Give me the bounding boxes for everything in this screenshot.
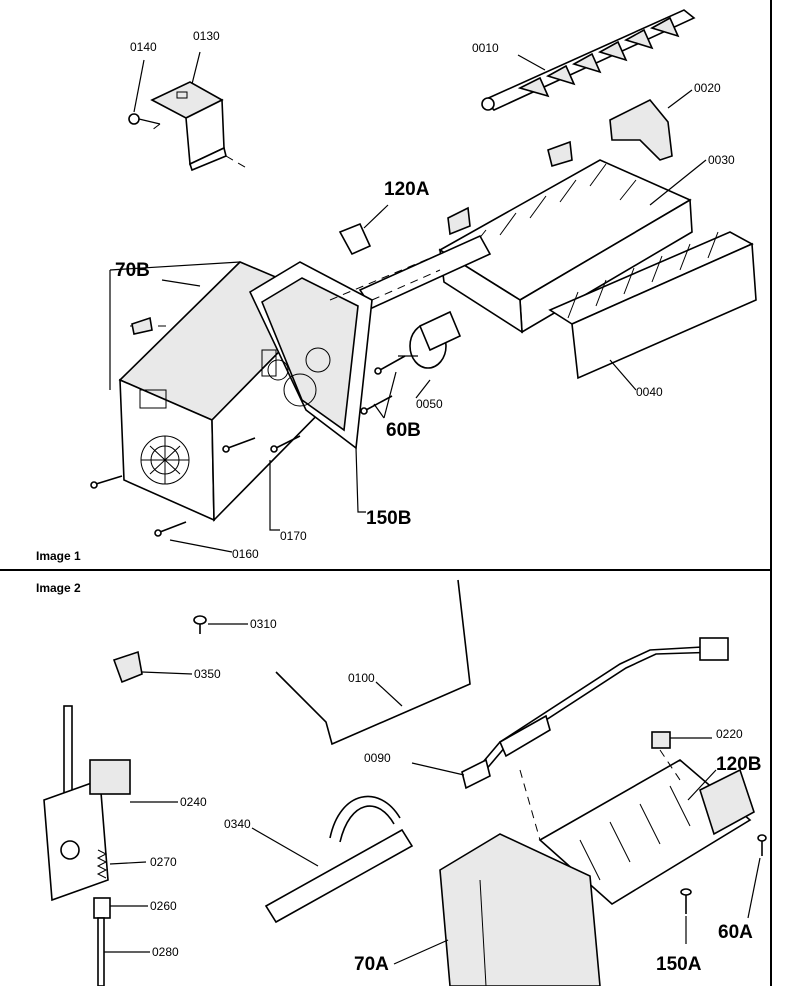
label-0270: 0270	[150, 855, 177, 869]
image-2-caption: Image 2	[36, 581, 81, 595]
label-60A: 60A	[718, 922, 753, 943]
part-0220-thermostat	[651, 731, 712, 749]
part-0350-clip	[112, 650, 193, 684]
label-0010: 0010	[472, 41, 499, 55]
part-120A-clip	[338, 204, 389, 256]
image-2-panel: Image 2	[36, 579, 767, 986]
part-0280-tube	[97, 917, 150, 986]
label-150B: 150B	[366, 508, 411, 529]
part-0270-spring	[96, 849, 147, 879]
part-150A-screw	[680, 888, 692, 944]
label-70B: 70B	[115, 260, 150, 281]
label-0350: 0350	[194, 667, 221, 681]
part-0170-screws	[222, 435, 301, 531]
label-120A: 120A	[384, 179, 430, 200]
label-0050: 0050	[416, 397, 443, 411]
label-120B: 120B	[716, 754, 761, 775]
part-150B-frame	[248, 261, 373, 450]
part-0240-water-valve	[43, 705, 178, 902]
label-0220: 0220	[716, 727, 743, 741]
label-0260: 0260	[150, 899, 177, 913]
label-0130: 0130	[193, 29, 220, 43]
label-0160: 0160	[232, 547, 259, 561]
label-0280: 0280	[152, 945, 179, 959]
image-1-caption: Image 1	[36, 549, 81, 563]
part-0160-screws	[90, 475, 233, 553]
part-0090-harness	[411, 637, 729, 790]
part-60B-screws	[360, 355, 406, 419]
part-0310-screw	[193, 615, 248, 634]
label-60B: 60B	[386, 420, 421, 441]
label-0340: 0340	[224, 817, 251, 831]
label-0020: 0020	[694, 81, 721, 95]
label-0090: 0090	[364, 751, 391, 765]
part-0140-screw	[128, 113, 161, 125]
part-0030-mold	[438, 140, 693, 334]
label-70A: 70A	[354, 954, 389, 975]
label-0310: 0310	[250, 617, 277, 631]
label-0240: 0240	[180, 795, 207, 809]
part-0010-ejector	[481, 9, 696, 111]
label-0040: 0040	[636, 385, 663, 399]
part-0340-fill-tube	[251, 795, 414, 924]
label-150A: 150A	[656, 954, 702, 975]
label-0030: 0030	[708, 153, 735, 167]
part-0050-motor	[398, 310, 462, 399]
part-60A-screw	[747, 834, 767, 919]
image-1-panel: 0140 0130 0010 0020 0030 120A 70B 0050 6…	[36, 9, 757, 563]
part-0020-stripper	[609, 89, 693, 161]
part-0130-bracket	[150, 81, 227, 172]
part-0100-wire-arm	[275, 579, 471, 746]
part-icemaker-body	[538, 759, 755, 905]
label-0140: 0140	[130, 40, 157, 54]
label-0170: 0170	[280, 529, 307, 543]
label-0100: 0100	[348, 671, 375, 685]
part-70A-housing	[393, 833, 601, 986]
part-0040-cover	[548, 231, 757, 380]
part-0260-nut	[93, 897, 148, 919]
